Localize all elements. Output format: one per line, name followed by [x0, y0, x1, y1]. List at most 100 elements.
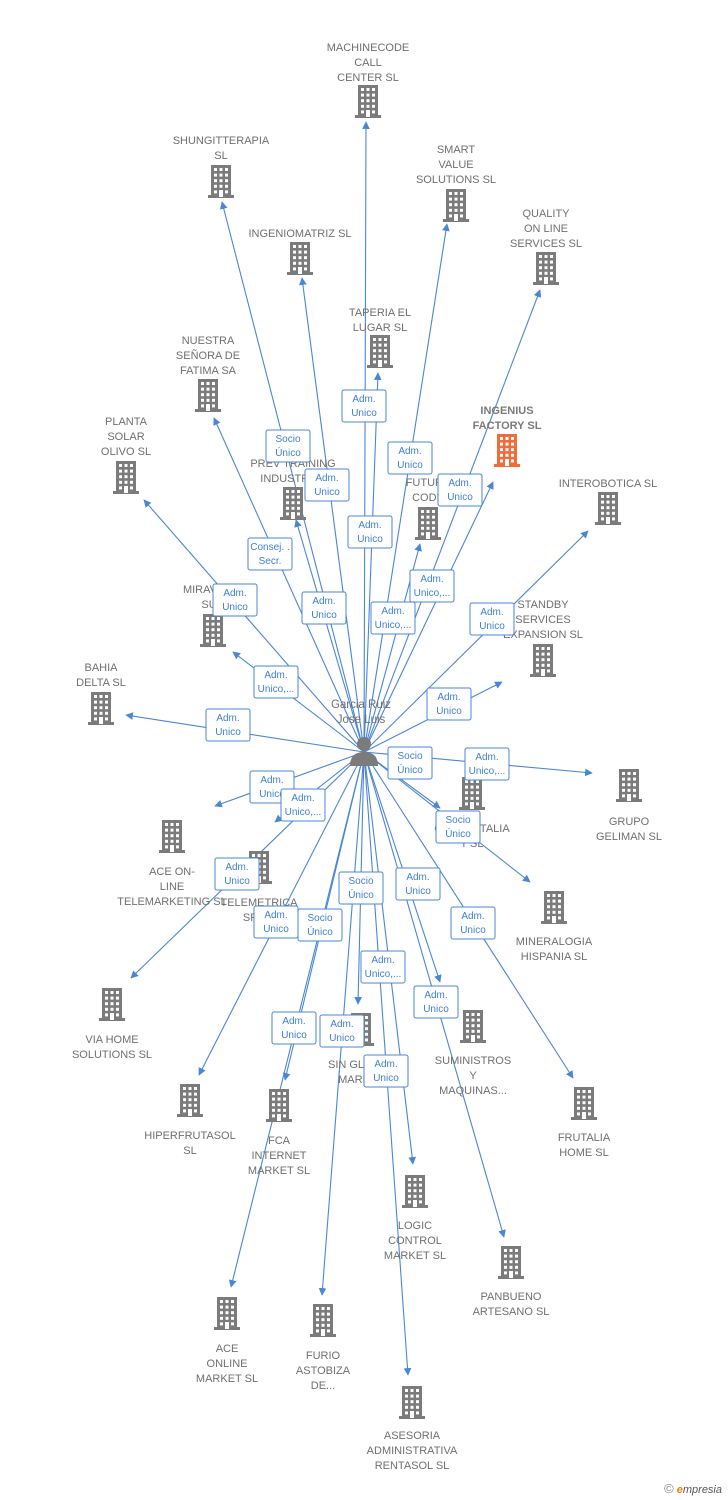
- role-badge[interactable]: Adm.Unico: [469, 602, 515, 636]
- role-label: Socio: [445, 815, 470, 826]
- role-label: Unico: [373, 1073, 399, 1084]
- role-badge[interactable]: Adm.Unico: [304, 468, 350, 502]
- company-label: LOGIC: [398, 1220, 432, 1232]
- company-label: STANDBY: [517, 599, 569, 611]
- person-name: Jose Luis: [337, 714, 386, 726]
- role-label: Unico: [460, 925, 486, 936]
- role-badge[interactable]: Adm.Unico: [341, 389, 387, 423]
- footer-brand: ©empresia: [664, 1481, 722, 1496]
- company-label: ASTOBIZA: [296, 1365, 351, 1377]
- company-label: SERVICES SL: [510, 238, 582, 250]
- company-label: CODE: [412, 492, 444, 504]
- company-label: ACE ON-: [149, 866, 195, 878]
- role-badge[interactable]: Adm.Unico: [395, 867, 441, 901]
- role-label: Unico: [447, 492, 473, 503]
- role-badge[interactable]: Adm.Unico,...: [360, 950, 406, 984]
- role-badge[interactable]: Adm.Unico,...: [409, 569, 455, 603]
- role-label: Adm.: [264, 910, 287, 921]
- role-label: Adm.: [437, 692, 460, 703]
- company-node-ingeniomatriz[interactable]: INGENIOMATRIZ SL: [248, 228, 352, 275]
- role-badge[interactable]: Adm.Unico: [319, 1014, 365, 1048]
- company-label: TELEMARKETING SL: [117, 896, 226, 908]
- role-badge[interactable]: Adm.Unico: [363, 1054, 409, 1088]
- role-label: Unico: [259, 789, 285, 800]
- role-badge[interactable]: Adm.Unico: [253, 905, 299, 939]
- company-label: HIPERFRUTASOL: [144, 1130, 235, 1142]
- role-badge[interactable]: Adm.Unico: [387, 441, 433, 475]
- company-label: OLIVO SL: [101, 446, 151, 458]
- role-label: Socio: [397, 751, 422, 762]
- role-label: Adm.: [216, 713, 239, 724]
- role-label: Unico: [314, 487, 340, 498]
- role-badge[interactable]: Adm.Unico: [301, 591, 347, 625]
- company-node-furio[interactable]: FURIOASTOBIZADE...: [296, 1304, 351, 1392]
- role-badge[interactable]: Adm.Unico: [426, 687, 472, 721]
- role-label: Unico: [311, 610, 337, 621]
- company-label: MACHINECODE: [327, 42, 410, 54]
- edge-to-prevtraining: [294, 519, 365, 753]
- building-icon: [460, 1010, 486, 1043]
- role-label: Adm.: [398, 446, 421, 457]
- building-icon: [88, 692, 114, 725]
- role-badge[interactable]: Adm.Unico: [437, 473, 483, 507]
- role-badge[interactable]: Adm.Unico: [413, 985, 459, 1019]
- company-node-suministros[interactable]: SUMINISTROSYMAQUINAS...: [435, 1010, 511, 1097]
- person-name: Garcia Ruiz: [331, 699, 391, 711]
- role-label: Unico: [423, 1004, 449, 1015]
- company-label: ASESORIA: [384, 1430, 441, 1442]
- role-badge[interactable]: Adm.Unico: [450, 906, 496, 940]
- company-label: SEÑORA DE: [176, 349, 240, 362]
- role-badge[interactable]: Adm.Unico: [205, 708, 251, 742]
- role-badge[interactable]: Adm.Unico,...: [464, 747, 510, 781]
- role-badge[interactable]: Adm.Unico,...: [253, 665, 299, 699]
- company-node-interobotica[interactable]: INTEROBOTICA SL: [559, 478, 657, 525]
- company-label: PANBUENO: [481, 1291, 542, 1303]
- company-label: VALUE: [438, 159, 473, 171]
- role-label: Adm.: [352, 394, 375, 405]
- role-label: Adm.: [282, 1016, 305, 1027]
- company-label: GRUPO: [609, 816, 650, 828]
- role-label: Único: [275, 446, 301, 459]
- building-icon: [399, 1386, 425, 1419]
- company-label: NUESTRA: [182, 335, 235, 347]
- company-label: SHUNGITTERAPIA: [173, 135, 270, 147]
- role-badge[interactable]: Adm.Unico: [212, 583, 258, 617]
- copyright-icon: ©: [664, 1481, 674, 1496]
- role-badge[interactable]: Adm.Unico,...: [280, 788, 326, 822]
- role-badge[interactable]: Adm.Unico: [347, 515, 393, 549]
- edge-to-nuestrasenora: [213, 417, 365, 753]
- role-badge[interactable]: Adm.Unico: [271, 1011, 317, 1045]
- role-label: Adm.: [225, 862, 248, 873]
- role-badge[interactable]: Adm.Unico: [214, 857, 260, 891]
- role-label: Adm.: [260, 775, 283, 786]
- role-badge[interactable]: Consej. .Secr.: [247, 537, 293, 571]
- role-badge[interactable]: Adm.Unico,...: [370, 601, 416, 635]
